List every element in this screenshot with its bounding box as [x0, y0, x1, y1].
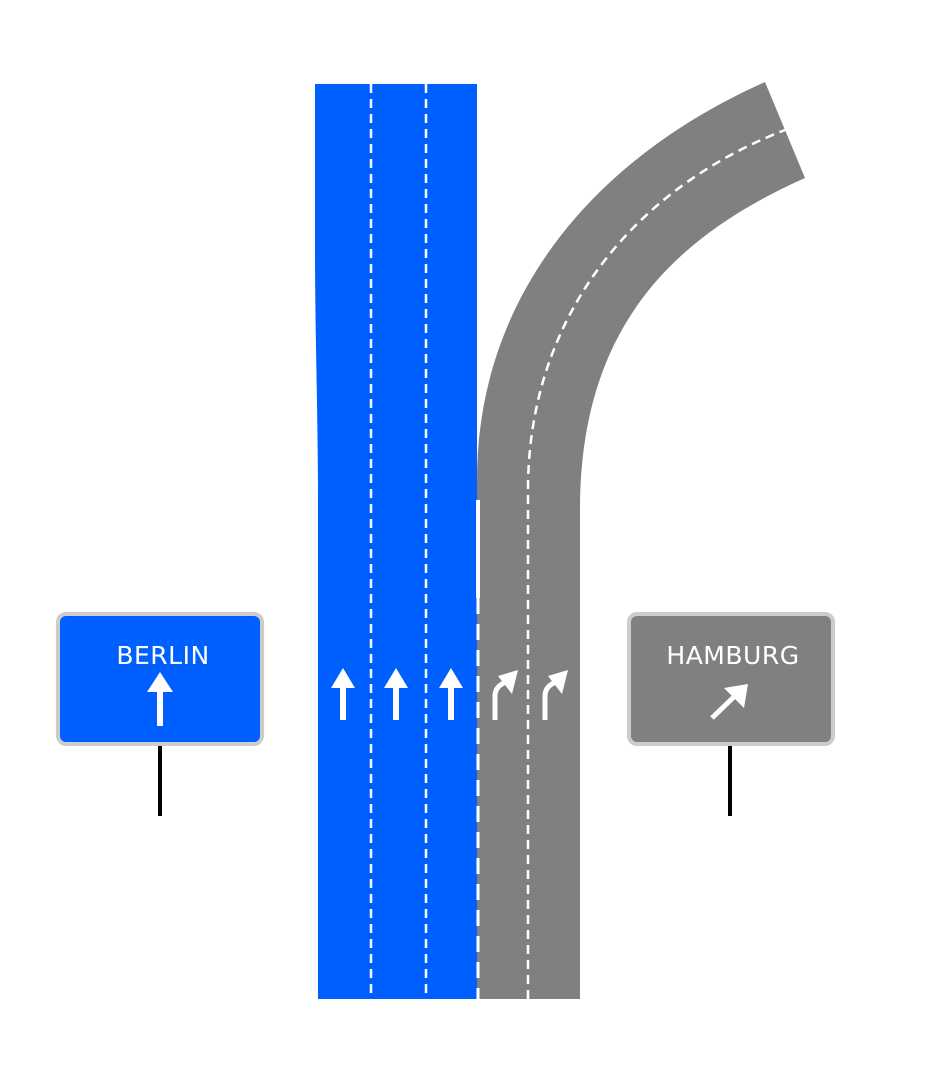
berlin-sign: BERLIN — [56, 612, 264, 816]
exit-lane-divider — [526, 128, 786, 999]
lane-arrow-turn-right-2 — [542, 670, 568, 720]
through-lanes-roadway — [315, 84, 477, 999]
lane-arrow-straight-3 — [439, 668, 463, 720]
berlin-sign-label: BERLIN — [116, 641, 209, 670]
hamburg-sign: HAMBURG — [627, 612, 835, 816]
hamburg-sign-label: HAMBURG — [666, 641, 799, 670]
lane-arrow-straight-2 — [384, 668, 408, 720]
exit-ramp-roadway — [477, 82, 805, 999]
hamburg-sign-panel — [627, 612, 835, 746]
lane-arrow-straight-1 — [331, 668, 355, 720]
diagonal-up-right-arrow-icon — [710, 684, 748, 720]
lane-arrow-turn-right-1 — [492, 670, 518, 720]
straight-ahead-arrow-icon — [147, 672, 173, 726]
